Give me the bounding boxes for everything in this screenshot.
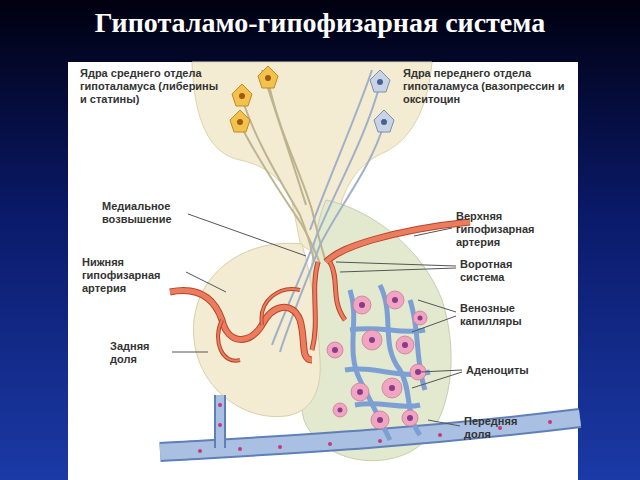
nerve-fibres xyxy=(240,70,326,264)
part-label: Воротная система xyxy=(460,258,550,284)
vein xyxy=(214,395,226,448)
part-label: Венозные капилляры xyxy=(460,302,540,328)
nucleus-label: Ядра среднего отдела гипоталамуса (либер… xyxy=(80,67,220,106)
artery xyxy=(170,222,470,361)
leader-line xyxy=(172,214,462,426)
part-label: Медиальное возвышение xyxy=(102,200,192,226)
part-label: Задняя доля xyxy=(110,340,172,366)
neuron xyxy=(230,66,394,132)
venous-capillaries xyxy=(345,285,430,440)
nucleus-label: Ядра переднего отдела гипоталамуса (вазо… xyxy=(403,67,577,106)
part-label: Нижняя гипофизарная артерия xyxy=(82,256,184,295)
part-label: Аденоциты xyxy=(466,364,546,377)
part-label: Верхняя гипофизарная артерия xyxy=(456,210,566,249)
part-label: Передняя доля xyxy=(464,415,544,441)
title: Гипоталамо-гипофизарная система xyxy=(0,6,640,40)
vein xyxy=(216,395,224,448)
hypothalamus xyxy=(192,62,432,251)
